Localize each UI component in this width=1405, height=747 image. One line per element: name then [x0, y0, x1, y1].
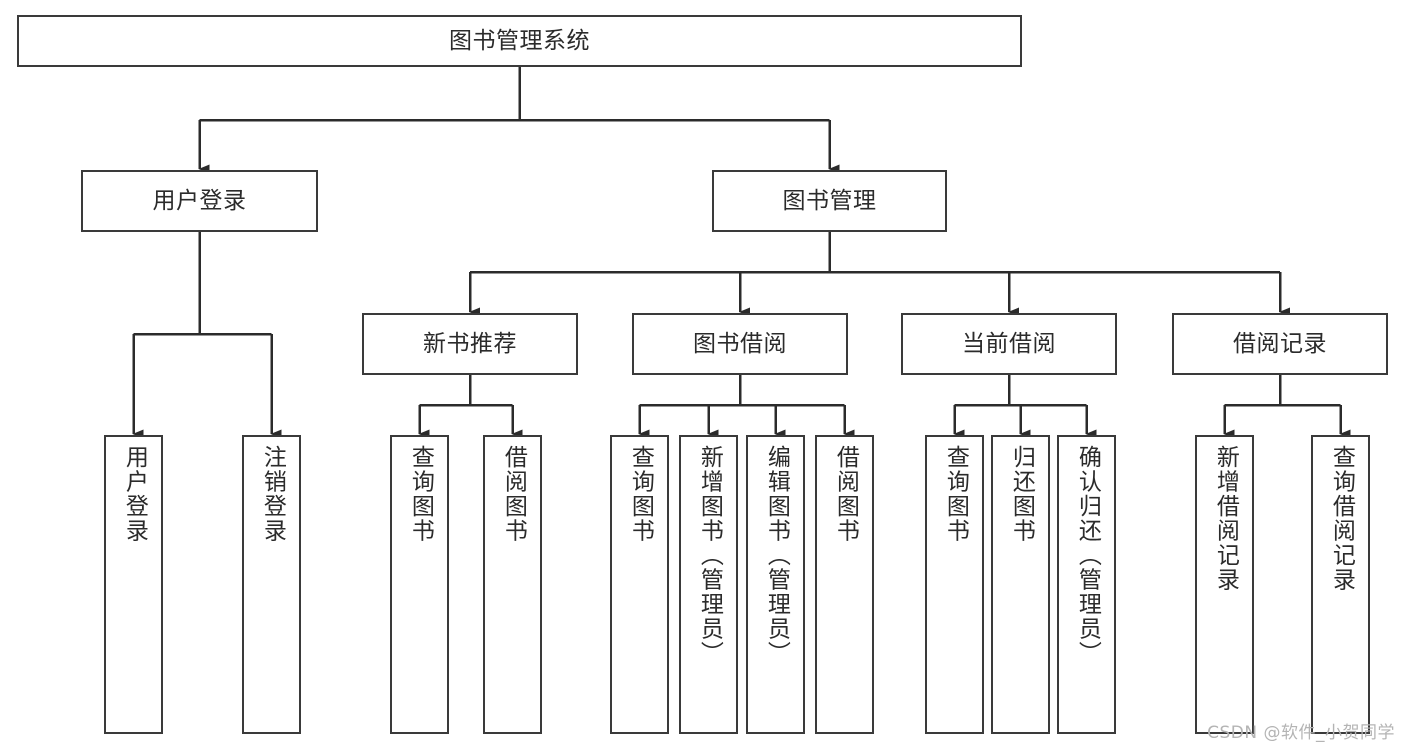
leaf-query-book-recommend[interactable]: 查询图书 [390, 435, 449, 734]
leaf-query-book-recommend-label: 查询图书 [407, 445, 434, 543]
leaf-return-book-label: 归还图书 [1008, 445, 1035, 543]
leaf-add-borrow-record[interactable]: 新增借阅记录 [1195, 435, 1254, 734]
node-borrow-record[interactable]: 借阅记录 [1172, 313, 1388, 375]
node-book-management[interactable]: 图书管理 [712, 170, 947, 232]
leaf-user-login[interactable]: 用户登录 [104, 435, 163, 734]
leaf-add-borrow-record-label: 新增借阅记录 [1212, 445, 1239, 592]
leaf-logout[interactable]: 注销登录 [242, 435, 301, 734]
leaf-add-book-admin-label: 新增图书（管理员） [696, 445, 723, 666]
leaf-return-book[interactable]: 归还图书 [991, 435, 1050, 734]
leaf-add-book-admin[interactable]: 新增图书（管理员） [679, 435, 738, 734]
node-root-label: 图书管理系统 [449, 27, 590, 54]
leaf-edit-book-admin-label: 编辑图书（管理员） [763, 445, 790, 666]
node-current-borrow-label: 当前借阅 [962, 330, 1056, 357]
node-new-book-recommend-label: 新书推荐 [423, 330, 517, 357]
leaf-query-borrow-record[interactable]: 查询借阅记录 [1311, 435, 1370, 734]
node-root[interactable]: 图书管理系统 [17, 15, 1022, 67]
node-book-management-label: 图书管理 [782, 187, 877, 214]
leaf-borrow-book[interactable]: 借阅图书 [815, 435, 874, 734]
node-new-book-recommend[interactable]: 新书推荐 [362, 313, 578, 375]
leaf-user-login-label: 用户登录 [121, 445, 148, 543]
leaf-borrow-book-recommend[interactable]: 借阅图书 [483, 435, 542, 734]
leaf-confirm-return-admin-label: 确认归还（管理员） [1074, 445, 1101, 666]
leaf-query-book-current-label: 查询图书 [942, 445, 969, 543]
leaf-query-book[interactable]: 查询图书 [610, 435, 669, 734]
node-user-login-label: 用户登录 [152, 187, 247, 214]
leaf-query-book-label: 查询图书 [627, 445, 654, 543]
leaf-edit-book-admin[interactable]: 编辑图书（管理员） [746, 435, 805, 734]
leaf-logout-label: 注销登录 [259, 445, 286, 543]
connector-group [132, 67, 1351, 439]
leaf-query-book-current[interactable]: 查询图书 [925, 435, 984, 734]
node-current-borrow[interactable]: 当前借阅 [901, 313, 1117, 375]
leaf-borrow-book-recommend-label: 借阅图书 [500, 445, 527, 543]
node-borrow-record-label: 借阅记录 [1233, 330, 1327, 357]
node-book-borrow-label: 图书借阅 [693, 330, 787, 357]
node-book-borrow[interactable]: 图书借阅 [632, 313, 848, 375]
leaf-query-borrow-record-label: 查询借阅记录 [1328, 445, 1355, 592]
leaf-borrow-book-label: 借阅图书 [832, 445, 859, 543]
leaf-confirm-return-admin[interactable]: 确认归还（管理员） [1057, 435, 1116, 734]
node-user-login[interactable]: 用户登录 [81, 170, 318, 232]
